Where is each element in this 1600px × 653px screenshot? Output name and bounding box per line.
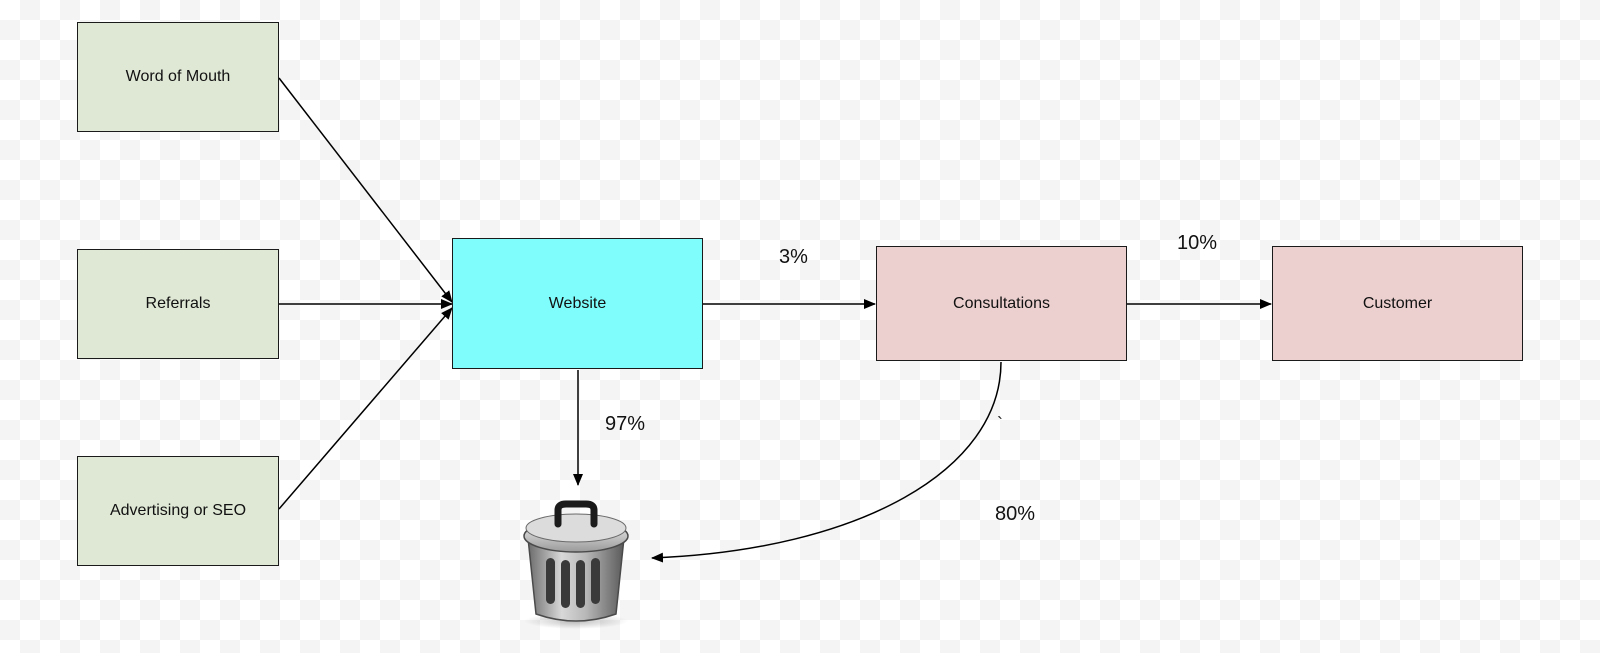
- node-referrals[interactable]: Referrals: [77, 249, 279, 359]
- node-advertising-or-seo-label: Advertising or SEO: [109, 502, 247, 519]
- edge-word-of-mouth-to-website[interactable]: [278, 77, 453, 303]
- node-consultations-label: Consultations: [953, 294, 1050, 312]
- label-website-to-consultations[interactable]: 3%: [779, 246, 808, 268]
- node-advertising-or-seo[interactable]: Advertising or SEO: [77, 456, 279, 566]
- node-website[interactable]: Website: [452, 238, 703, 369]
- label-consultations-to-customer[interactable]: 10%: [1177, 232, 1218, 254]
- node-website-label: Website: [548, 294, 607, 312]
- node-customer-label: Customer: [1362, 294, 1433, 312]
- label-consultations-to-trash[interactable]: 80%: [995, 503, 1036, 525]
- label-stray-mark[interactable]: `: [997, 414, 1003, 434]
- trash-can-icon[interactable]: [516, 496, 636, 630]
- label-website-to-trash[interactable]: 97%: [605, 413, 646, 435]
- edge-consultations-to-trash[interactable]: [651, 361, 1002, 563]
- node-customer[interactable]: Customer: [1272, 246, 1523, 361]
- node-consultations[interactable]: Consultations: [876, 246, 1127, 361]
- node-referrals-label: Referrals: [145, 295, 211, 312]
- node-word-of-mouth[interactable]: Word of Mouth: [77, 22, 279, 132]
- edge-advertising-to-website[interactable]: [278, 307, 453, 510]
- node-word-of-mouth-label: Word of Mouth: [125, 68, 231, 85]
